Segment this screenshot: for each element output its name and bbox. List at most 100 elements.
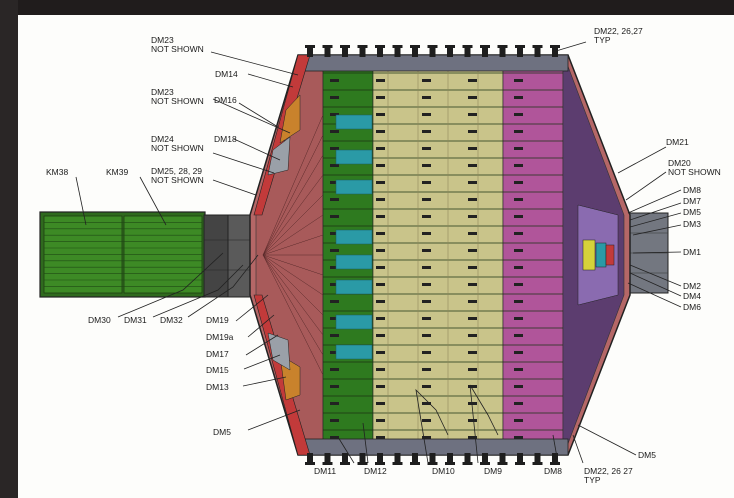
slot-mark xyxy=(468,130,477,133)
bolt-head-bottom xyxy=(497,462,508,465)
slot-mark xyxy=(514,164,523,167)
fan-line xyxy=(262,194,324,256)
slot-mark xyxy=(468,96,477,99)
label-km38: KM38 xyxy=(46,167,68,177)
bolt-head-top xyxy=(427,45,438,48)
slot-mark xyxy=(514,215,523,218)
slot-mark xyxy=(330,181,339,184)
slot-mark xyxy=(514,232,523,235)
slot-mark xyxy=(376,436,385,439)
label-dm20-1: DM20 xyxy=(668,158,691,168)
bolt-head-bottom xyxy=(445,462,455,465)
bolt-head-bottom xyxy=(532,462,543,465)
slot-mark xyxy=(468,215,477,218)
label-dm23-mid-1: DM23 xyxy=(151,87,174,97)
slot-mark xyxy=(468,283,477,286)
bolt-head-bottom xyxy=(340,462,350,465)
bolt-top xyxy=(482,47,488,57)
label-dm23-top-2: NOT SHOWN xyxy=(151,44,204,54)
bolt-head-top xyxy=(340,45,350,48)
slot-mark xyxy=(422,266,431,269)
label-dm22-top-2: TYP xyxy=(594,35,611,45)
slot-mark xyxy=(514,300,523,303)
slot-mark xyxy=(376,317,385,320)
label-dm7: DM7 xyxy=(683,196,701,206)
slot-mark xyxy=(330,79,339,82)
fan-line xyxy=(262,254,324,276)
slot-mark xyxy=(422,368,431,371)
bolt-bottom xyxy=(429,453,436,463)
label-km39: KM39 xyxy=(106,167,128,177)
slot-mark xyxy=(514,419,523,422)
slot-mark xyxy=(468,113,477,116)
bolt-row xyxy=(305,45,560,465)
bolt-top xyxy=(552,47,558,57)
slot-mark xyxy=(514,436,523,439)
slot-mark xyxy=(422,436,431,439)
slot-mark xyxy=(330,232,339,235)
fan-line xyxy=(262,214,324,256)
slot-mark xyxy=(422,283,431,286)
label-dm25-2: NOT SHOWN xyxy=(151,175,204,185)
label-dm25-1: DM25, 28, 29 xyxy=(151,166,202,176)
slot-mark xyxy=(514,402,523,405)
cyan-block xyxy=(335,254,373,270)
label-dm32: DM32 xyxy=(160,315,183,325)
slot-mark xyxy=(330,419,339,422)
bolt-head-top xyxy=(462,45,473,48)
slot-mark xyxy=(514,351,523,354)
bolt-head-bottom xyxy=(357,462,368,465)
label-dm21: DM21 xyxy=(666,137,689,147)
slot-mark xyxy=(514,283,523,286)
slot-mark xyxy=(468,368,477,371)
label-dm22-bottom-2: TYP xyxy=(584,475,601,485)
slot-mark xyxy=(468,419,477,422)
fan-line xyxy=(262,254,324,356)
bolt-top xyxy=(412,47,418,57)
bolt-bottom xyxy=(307,453,313,463)
slot-mark xyxy=(376,181,385,184)
bolt-head-top xyxy=(375,45,385,48)
bolt-head-top xyxy=(445,45,455,48)
label-dm10: DM10 xyxy=(432,466,455,476)
bolt-head-top xyxy=(480,45,490,48)
slot-mark xyxy=(330,300,339,303)
slot-mark xyxy=(422,402,431,405)
label-dm24-1: DM24 xyxy=(151,134,174,144)
fan-line xyxy=(262,254,324,376)
slot-mark xyxy=(376,334,385,337)
label-dm9: DM9 xyxy=(484,466,502,476)
slot-mark xyxy=(514,79,523,82)
left-adapter xyxy=(203,214,257,298)
bolt-head-top xyxy=(410,45,420,48)
slot-mark xyxy=(376,351,385,354)
label-dm13: DM13 xyxy=(206,382,229,392)
label-dm30: DM30 xyxy=(88,315,111,325)
fan-line xyxy=(262,134,324,256)
bolt-head-bottom xyxy=(392,462,403,465)
slot-mark xyxy=(330,113,339,116)
slot-mark xyxy=(330,436,339,439)
bolt-head-top xyxy=(515,45,525,48)
cyan-block xyxy=(335,149,373,165)
label-dm15: DM15 xyxy=(206,365,229,375)
slot-mark xyxy=(468,334,477,337)
slot-mark xyxy=(330,147,339,150)
slot-mark xyxy=(422,113,431,116)
fan-line xyxy=(262,254,324,336)
slot-mark xyxy=(514,96,523,99)
slot-mark xyxy=(468,198,477,201)
label-dm31: DM31 xyxy=(124,315,147,325)
slot-mark xyxy=(376,215,385,218)
slot-mark xyxy=(422,181,431,184)
label-dm17: DM17 xyxy=(206,349,229,359)
slot-mark xyxy=(468,79,477,82)
slot-mark xyxy=(468,164,477,167)
slot-mark xyxy=(376,419,385,422)
detector-assembly-diagram: KM38 KM39 DM23 NOT SHOWN DM14 DM23 NOT S… xyxy=(39,26,721,485)
slot-mark xyxy=(330,402,339,405)
slot-mark xyxy=(468,249,477,252)
cyan-block xyxy=(335,314,373,330)
label-dm19a: DM19a xyxy=(206,332,234,342)
bolt-bottom xyxy=(482,453,488,463)
